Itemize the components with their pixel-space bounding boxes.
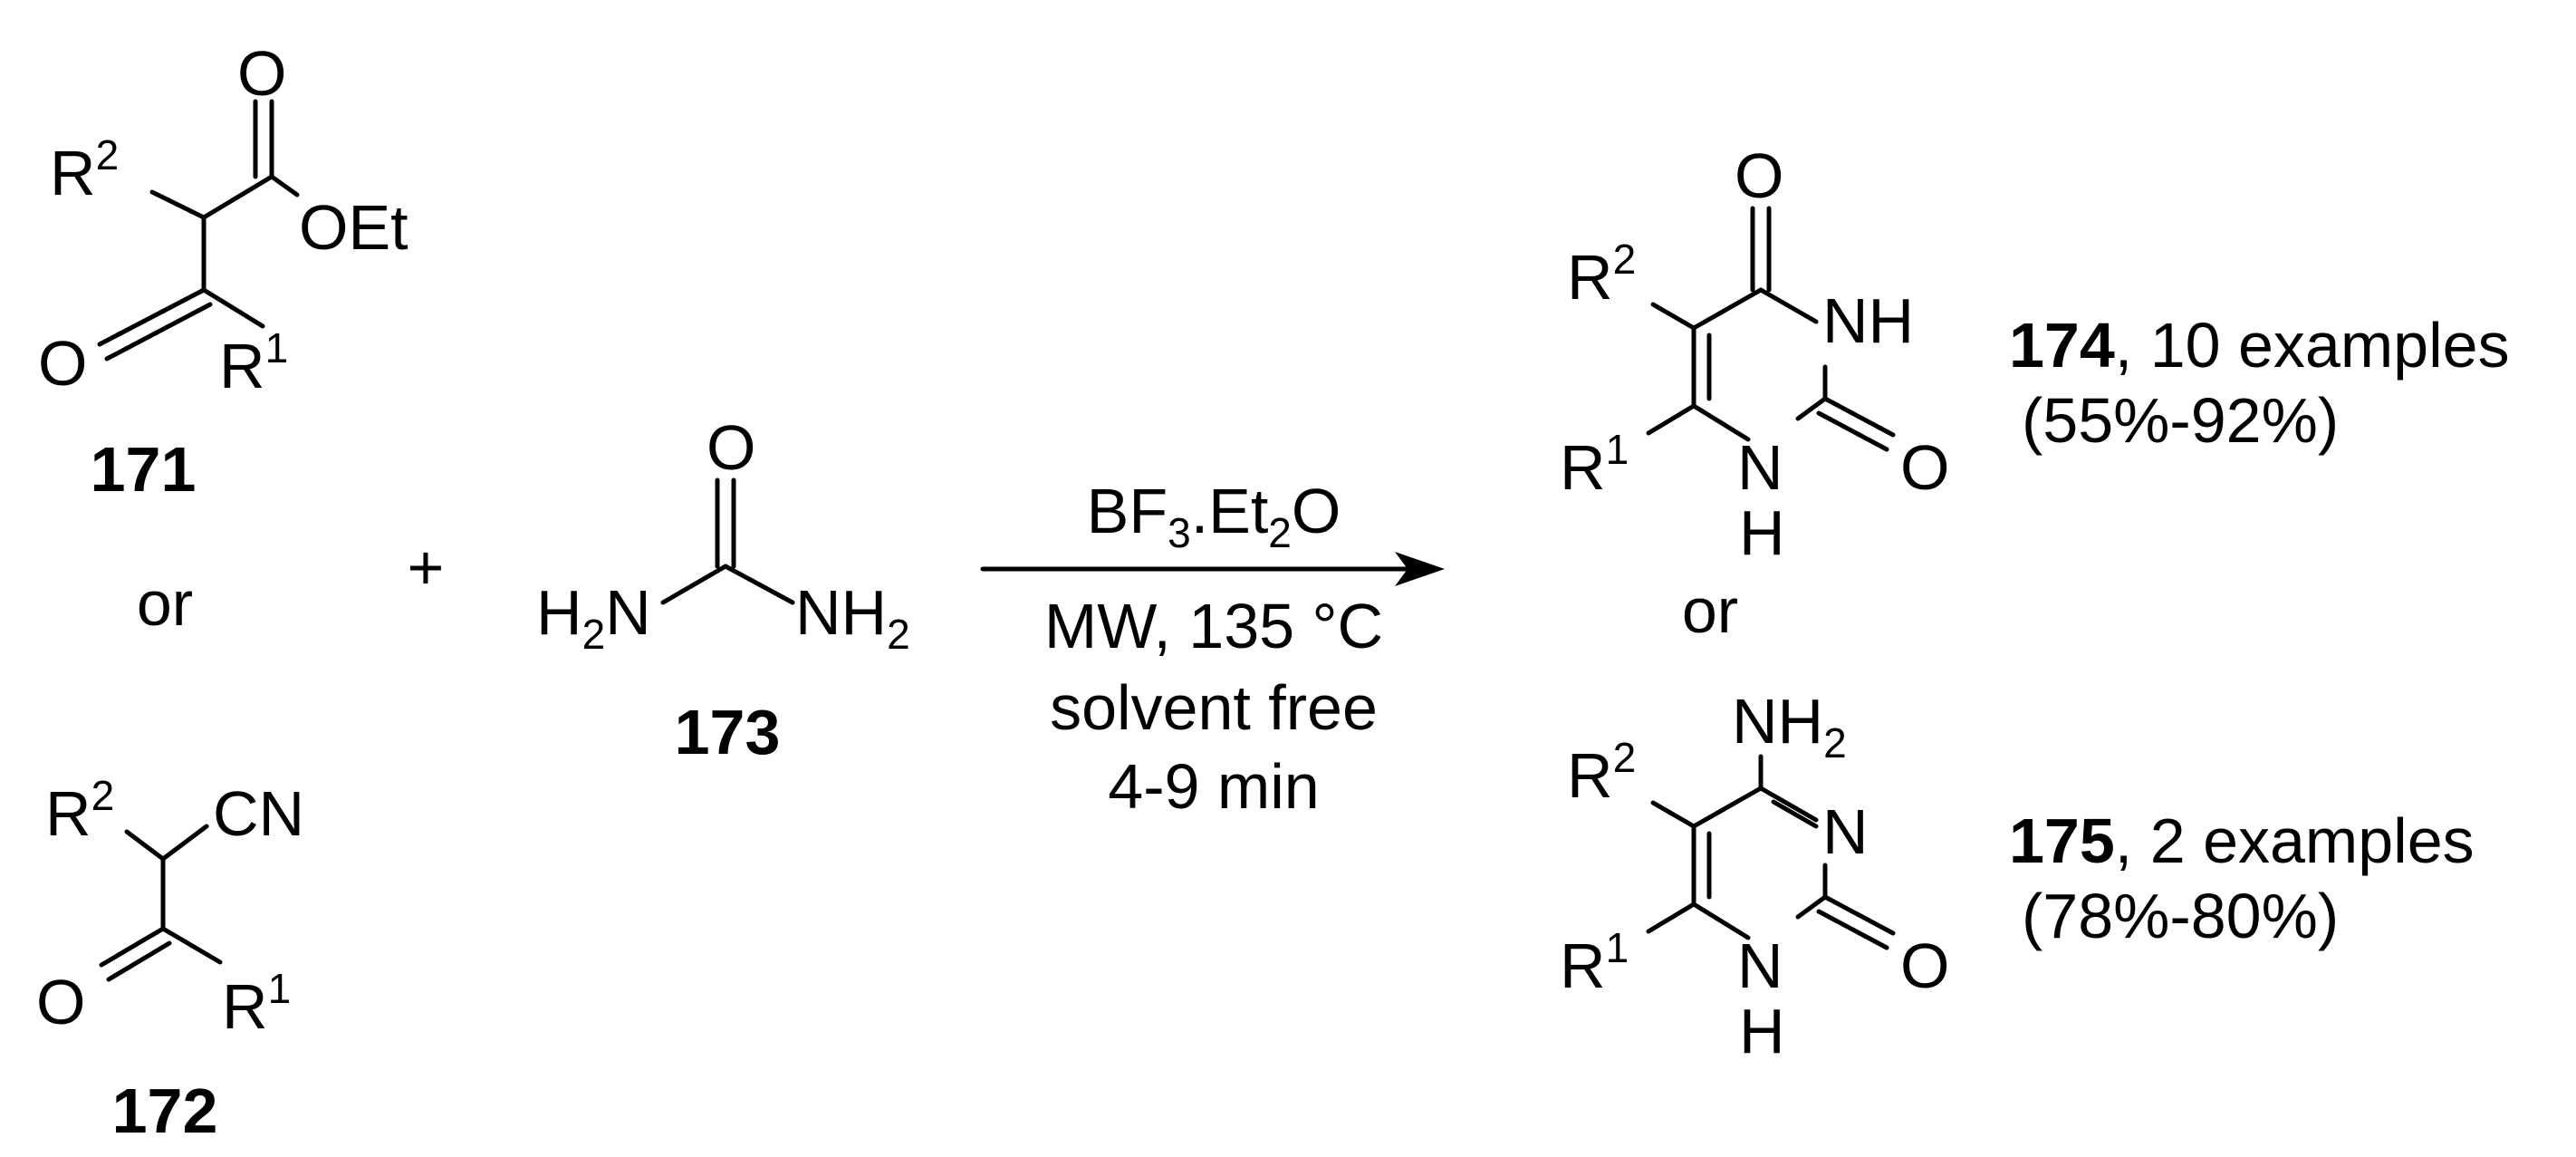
or-separator: or: [137, 568, 193, 639]
compound-172: R2 CN O R1 172: [36, 772, 304, 1146]
reaction-arrow: [980, 552, 1445, 586]
compound-171: O R2 OEt O R1 171: [38, 38, 409, 505]
atom-r2: R2: [1567, 734, 1636, 811]
condition-line: MW, 135 °C: [1044, 591, 1383, 661]
yield-range: (55%-92%): [2022, 385, 2339, 456]
yield-range: (78%-80%): [2022, 881, 2339, 951]
atom-r2: R2: [45, 772, 114, 849]
reagent-label: BF3.Et2O: [1087, 476, 1341, 556]
atom-r2: R2: [1567, 236, 1636, 313]
atom-o: O: [706, 412, 755, 483]
compound-examples: 175, 2 examples: [2009, 805, 2475, 876]
plus-sign: +: [408, 532, 445, 603]
atom-h2n: H2N: [536, 577, 651, 658]
or-separator: or: [1682, 575, 1738, 646]
atom-r1: R1: [222, 965, 291, 1042]
compound-label: 173: [675, 697, 781, 767]
atom-n: N: [1822, 796, 1869, 867]
atom-o: O: [1900, 432, 1949, 503]
atom-o: O: [36, 967, 85, 1037]
compound-174-bonds: [1646, 206, 1896, 452]
atom-h: H: [1739, 497, 1785, 568]
compound-173-bonds: [660, 477, 795, 605]
atom-oet: OEt: [299, 192, 409, 263]
atom-nh2: NH2: [795, 577, 910, 658]
compound-174: O R2 NH O R1 N H 174, 10 examples (55%-9…: [1560, 140, 2510, 568]
atom-o: O: [237, 38, 286, 109]
atom-cn: CN: [213, 778, 304, 849]
atom-r1: R1: [1560, 924, 1629, 1001]
atom-n: N: [1737, 432, 1783, 503]
atom-o: O: [1900, 930, 1949, 1001]
atom-nh2: NH2: [1732, 686, 1847, 767]
arrow-head: [1395, 552, 1445, 586]
atom-r1: R1: [1560, 426, 1629, 503]
compound-label: 172: [112, 1075, 218, 1146]
compound-examples: 174, 10 examples: [2009, 310, 2510, 381]
condition-line: 4-9 min: [1108, 751, 1319, 822]
atom-r1: R1: [219, 324, 288, 401]
compound-175-bonds: [1646, 754, 1896, 950]
condition-line: solvent free: [1050, 672, 1378, 743]
atom-n: N: [1737, 930, 1783, 1001]
compound-171-bonds: [97, 99, 300, 362]
compound-175: NH2 R2 N O R1 N H 175, 2 examples (78%-8…: [1560, 686, 2475, 1066]
atom-r2: R2: [50, 131, 119, 208]
atom-o: O: [1735, 140, 1783, 211]
compound-173: O H2N NH2 173: [536, 412, 910, 767]
compound-label: 171: [91, 434, 197, 505]
compound-172-bonds: [99, 824, 223, 982]
atom-nh: NH: [1822, 285, 1914, 356]
atom-o: O: [38, 328, 87, 399]
atom-h: H: [1739, 996, 1785, 1066]
